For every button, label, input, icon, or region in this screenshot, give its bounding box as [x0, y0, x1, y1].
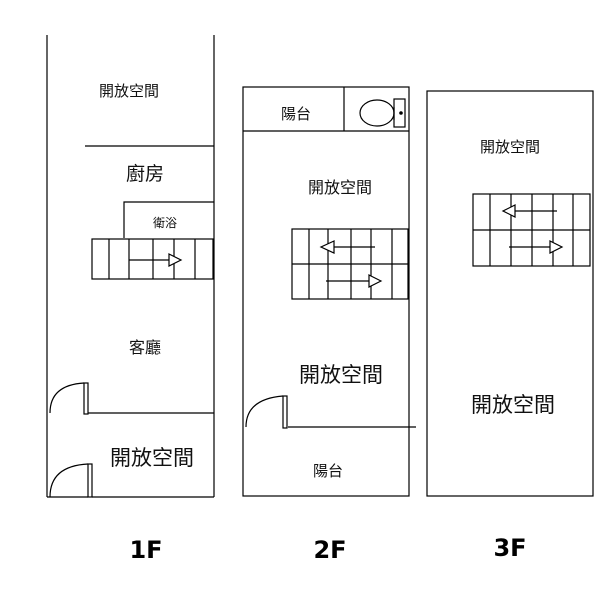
room-label-living-room: 客廳	[129, 338, 161, 357]
wall-2f-outer	[242, 86, 410, 497]
room-label-2f-balcony-front: 陽台	[313, 462, 343, 480]
wall-1f-bathroom	[123, 201, 214, 238]
floor-3f	[426, 90, 594, 497]
floor-1f	[46, 35, 215, 498]
stair-icon	[291, 228, 409, 300]
room-label-2f-balcony-back: 陽台	[281, 105, 311, 123]
room-label-2f-open-bottom: 開放空間	[299, 363, 383, 387]
floor-label-1f: 1F	[129, 536, 162, 564]
room-label-2f-open-top: 開放空間	[308, 178, 372, 197]
floor-label-2f: 2F	[313, 536, 346, 564]
stair-arrow-icon	[509, 240, 564, 254]
stair-arrow-icon	[319, 240, 375, 254]
door-swing-icon	[49, 463, 93, 498]
floor-label-3f: 3F	[493, 534, 526, 562]
stair-arrow-icon	[326, 274, 383, 288]
toilet-icon	[359, 98, 406, 128]
door-swing-icon	[49, 382, 89, 415]
room-label-3f-open-top: 開放空間	[480, 138, 540, 156]
stair-icon	[91, 238, 214, 280]
floor-2f	[242, 86, 416, 497]
wall-3f-outer	[426, 90, 594, 497]
stair-arrow-icon	[129, 253, 183, 267]
room-label-1f-open-top: 開放空間	[99, 82, 159, 100]
room-label-bathroom: 衛浴	[153, 216, 177, 230]
door-swing-icon	[245, 395, 288, 429]
room-label-1f-open-front: 開放空間	[110, 446, 194, 470]
stair-icon	[472, 193, 591, 267]
room-label-kitchen: 廚房	[126, 162, 164, 185]
room-label-3f-open-bottom: 開放空間	[471, 393, 555, 417]
stair-arrow-icon	[501, 204, 557, 218]
